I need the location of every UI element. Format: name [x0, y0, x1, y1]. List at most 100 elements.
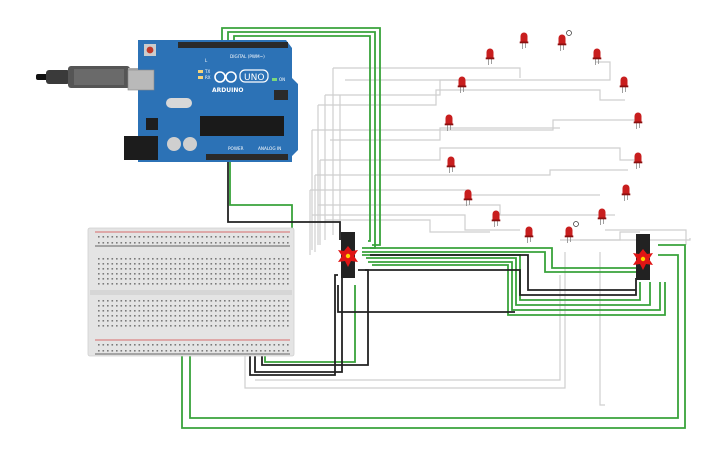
breadboard-hole[interactable] — [179, 320, 181, 322]
breadboard-hole[interactable] — [251, 258, 253, 260]
breadboard-hole[interactable] — [237, 273, 240, 275]
breadboard-hole[interactable] — [201, 268, 204, 270]
breadboard-hole[interactable] — [201, 344, 204, 346]
breadboard-hole[interactable] — [156, 278, 159, 280]
breadboard-hole[interactable] — [224, 268, 226, 270]
breadboard-hole[interactable] — [120, 268, 123, 270]
breadboard-hole[interactable] — [170, 242, 172, 244]
breadboard-hole[interactable] — [188, 273, 190, 275]
breadboard-hole[interactable] — [125, 273, 127, 275]
breadboard-hole[interactable] — [287, 278, 289, 280]
breadboard-hole[interactable] — [174, 263, 177, 265]
breadboard-hole[interactable] — [192, 320, 195, 322]
breadboard-hole[interactable] — [111, 258, 114, 260]
breadboard-hole[interactable] — [188, 268, 190, 270]
breadboard-hole[interactable] — [260, 258, 262, 260]
breadboard-hole[interactable] — [102, 278, 105, 280]
breadboard-hole[interactable] — [98, 344, 100, 346]
breadboard-hole[interactable] — [282, 273, 285, 275]
breadboard-hole[interactable] — [147, 283, 150, 285]
breadboard-hole[interactable] — [264, 350, 267, 352]
breadboard-hole[interactable] — [129, 300, 132, 302]
breadboard-hole[interactable] — [129, 273, 132, 275]
breadboard-hole[interactable] — [219, 273, 222, 275]
breadboard-hole[interactable] — [134, 300, 136, 302]
breadboard-hole[interactable] — [147, 273, 150, 275]
breadboard-hole[interactable] — [282, 278, 285, 280]
breadboard-hole[interactable] — [156, 263, 159, 265]
breadboard-hole[interactable] — [165, 310, 168, 312]
breadboard-hole[interactable] — [188, 344, 190, 346]
breadboard-hole[interactable] — [125, 263, 127, 265]
breadboard-hole[interactable] — [143, 320, 145, 322]
breadboard-hole[interactable] — [161, 325, 163, 327]
gray-wire[interactable] — [605, 229, 687, 245]
breadboard-hole[interactable] — [260, 268, 262, 270]
breadboard-hole[interactable] — [246, 268, 249, 270]
breadboard-hole[interactable] — [264, 278, 267, 280]
breadboard-hole[interactable] — [219, 300, 222, 302]
breadboard-hole[interactable] — [152, 242, 154, 244]
breadboard-hole[interactable] — [116, 325, 118, 327]
breadboard-hole[interactable] — [138, 350, 141, 352]
breadboard-hole[interactable] — [134, 278, 136, 280]
breadboard-hole[interactable] — [246, 310, 249, 312]
breadboard-hole[interactable] — [152, 325, 154, 327]
breadboard-hole[interactable] — [269, 278, 271, 280]
breadboard-hole[interactable] — [255, 315, 258, 317]
breadboard-hole[interactable] — [116, 263, 118, 265]
breadboard-hole[interactable] — [278, 325, 280, 327]
breadboard-hole[interactable] — [116, 305, 118, 307]
breadboard-hole[interactable] — [170, 236, 172, 238]
breadboard-hole[interactable] — [102, 305, 105, 307]
breadboard-hole[interactable] — [282, 350, 285, 352]
breadboard-hole[interactable] — [98, 315, 100, 317]
breadboard-hole[interactable] — [107, 320, 109, 322]
breadboard-hole[interactable] — [147, 242, 150, 244]
breadboard-hole[interactable] — [260, 315, 262, 317]
gray-wire[interactable] — [330, 127, 560, 141]
breadboard-hole[interactable] — [111, 305, 114, 307]
breadboard-hole[interactable] — [251, 263, 253, 265]
breadboard-hole[interactable] — [287, 236, 289, 238]
breadboard-hole[interactable] — [210, 350, 213, 352]
gray-wire[interactable] — [315, 169, 628, 176]
breadboard-hole[interactable] — [255, 236, 258, 238]
breadboard-hole[interactable] — [278, 283, 280, 285]
breadboard-hole[interactable] — [197, 278, 199, 280]
breadboard-hole[interactable] — [161, 236, 163, 238]
breadboard-hole[interactable] — [156, 268, 159, 270]
breadboard-hole[interactable] — [255, 320, 258, 322]
breadboard-hole[interactable] — [251, 344, 253, 346]
gray-wire[interactable] — [333, 67, 521, 78]
breadboard-hole[interactable] — [260, 344, 262, 346]
breadboard-hole[interactable] — [264, 283, 267, 285]
breadboard-hole[interactable] — [102, 236, 105, 238]
breadboard-hole[interactable] — [224, 350, 226, 352]
breadboard-hole[interactable] — [210, 236, 213, 238]
breadboard-hole[interactable] — [192, 268, 195, 270]
breadboard-hole[interactable] — [147, 263, 150, 265]
breadboard-hole[interactable] — [156, 242, 159, 244]
breadboard-hole[interactable] — [228, 242, 231, 244]
breadboard-hole[interactable] — [269, 310, 271, 312]
breadboard-hole[interactable] — [224, 273, 226, 275]
breadboard-hole[interactable] — [192, 350, 195, 352]
breadboard-hole[interactable] — [210, 325, 213, 327]
breadboard-hole[interactable] — [210, 344, 213, 346]
breadboard-hole[interactable] — [228, 305, 231, 307]
breadboard-hole[interactable] — [107, 305, 109, 307]
green-wire[interactable] — [189, 254, 679, 419]
breadboard-hole[interactable] — [188, 300, 190, 302]
breadboard-hole[interactable] — [143, 278, 145, 280]
breadboard-holes[interactable] — [98, 236, 289, 352]
breadboard-hole[interactable] — [228, 236, 231, 238]
breadboard-hole[interactable] — [269, 315, 271, 317]
breadboard-hole[interactable] — [237, 315, 240, 317]
breadboard-hole[interactable] — [278, 305, 280, 307]
breadboard-hole[interactable] — [228, 268, 231, 270]
breadboard-hole[interactable] — [287, 315, 289, 317]
breadboard-hole[interactable] — [246, 263, 249, 265]
breadboard-hole[interactable] — [206, 300, 208, 302]
breadboard-hole[interactable] — [219, 310, 222, 312]
